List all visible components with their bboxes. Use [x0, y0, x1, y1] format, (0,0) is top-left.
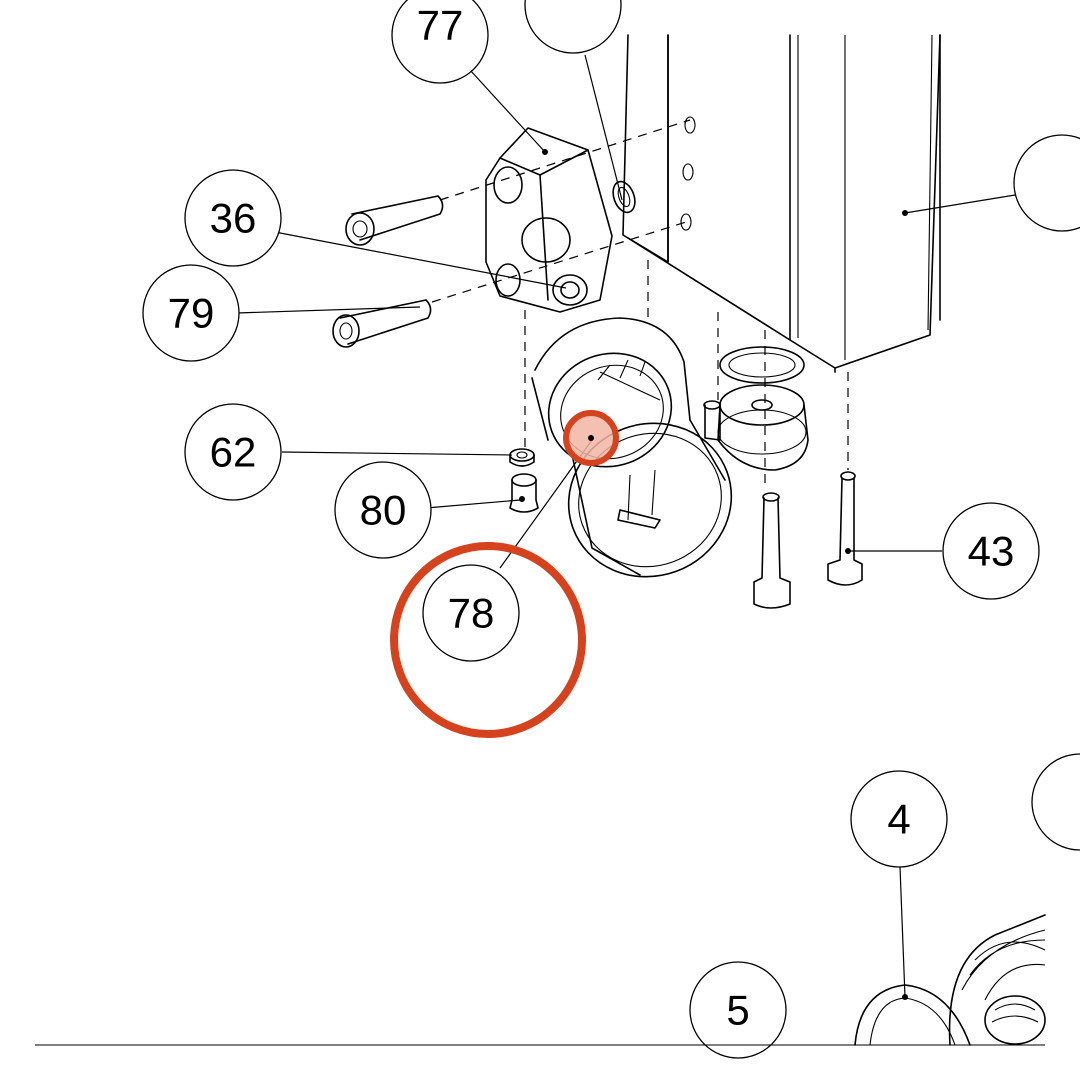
callout-4: 4	[850, 770, 948, 868]
callout-partial-right	[1013, 134, 1080, 232]
o-ring-part	[719, 346, 805, 384]
callout-80: 80	[334, 461, 432, 559]
callout-5: 5	[689, 961, 787, 1059]
leader-dot-icon	[588, 435, 594, 441]
callout-77: 77	[391, 0, 489, 84]
callout-5-label: 5	[726, 987, 749, 1034]
bracket-part	[485, 127, 636, 313]
callout-78: 78	[422, 564, 520, 662]
small-pin	[703, 400, 721, 441]
callout-79: 79	[142, 264, 240, 362]
main-housing	[622, 34, 941, 373]
callout-partial-top	[524, 0, 622, 54]
gauge-assembly	[531, 317, 733, 578]
callout-79-label: 79	[168, 290, 215, 337]
screw-43	[827, 471, 863, 586]
callout-43-label: 43	[968, 528, 1015, 575]
washer-62	[509, 448, 535, 467]
callout-43: 43	[942, 502, 1040, 600]
callout-80-label: 80	[360, 487, 407, 534]
piston-part	[717, 384, 809, 471]
callout-partial-lower-right	[1031, 753, 1080, 851]
long-screw	[753, 492, 791, 609]
callout-62: 62	[184, 403, 282, 501]
screw-36	[345, 195, 444, 246]
callout-78-label: 78	[448, 590, 495, 637]
callout-4-label: 4	[887, 796, 910, 843]
callout-36: 36	[184, 169, 282, 267]
plug-80	[509, 473, 539, 513]
callout-77-label: 77	[417, 2, 464, 49]
lower-right-parts	[854, 914, 1046, 1046]
callout-36-label: 36	[210, 195, 257, 242]
highlight-ring	[390, 542, 586, 738]
screw-79	[332, 299, 432, 348]
callout-62-label: 62	[210, 429, 257, 476]
